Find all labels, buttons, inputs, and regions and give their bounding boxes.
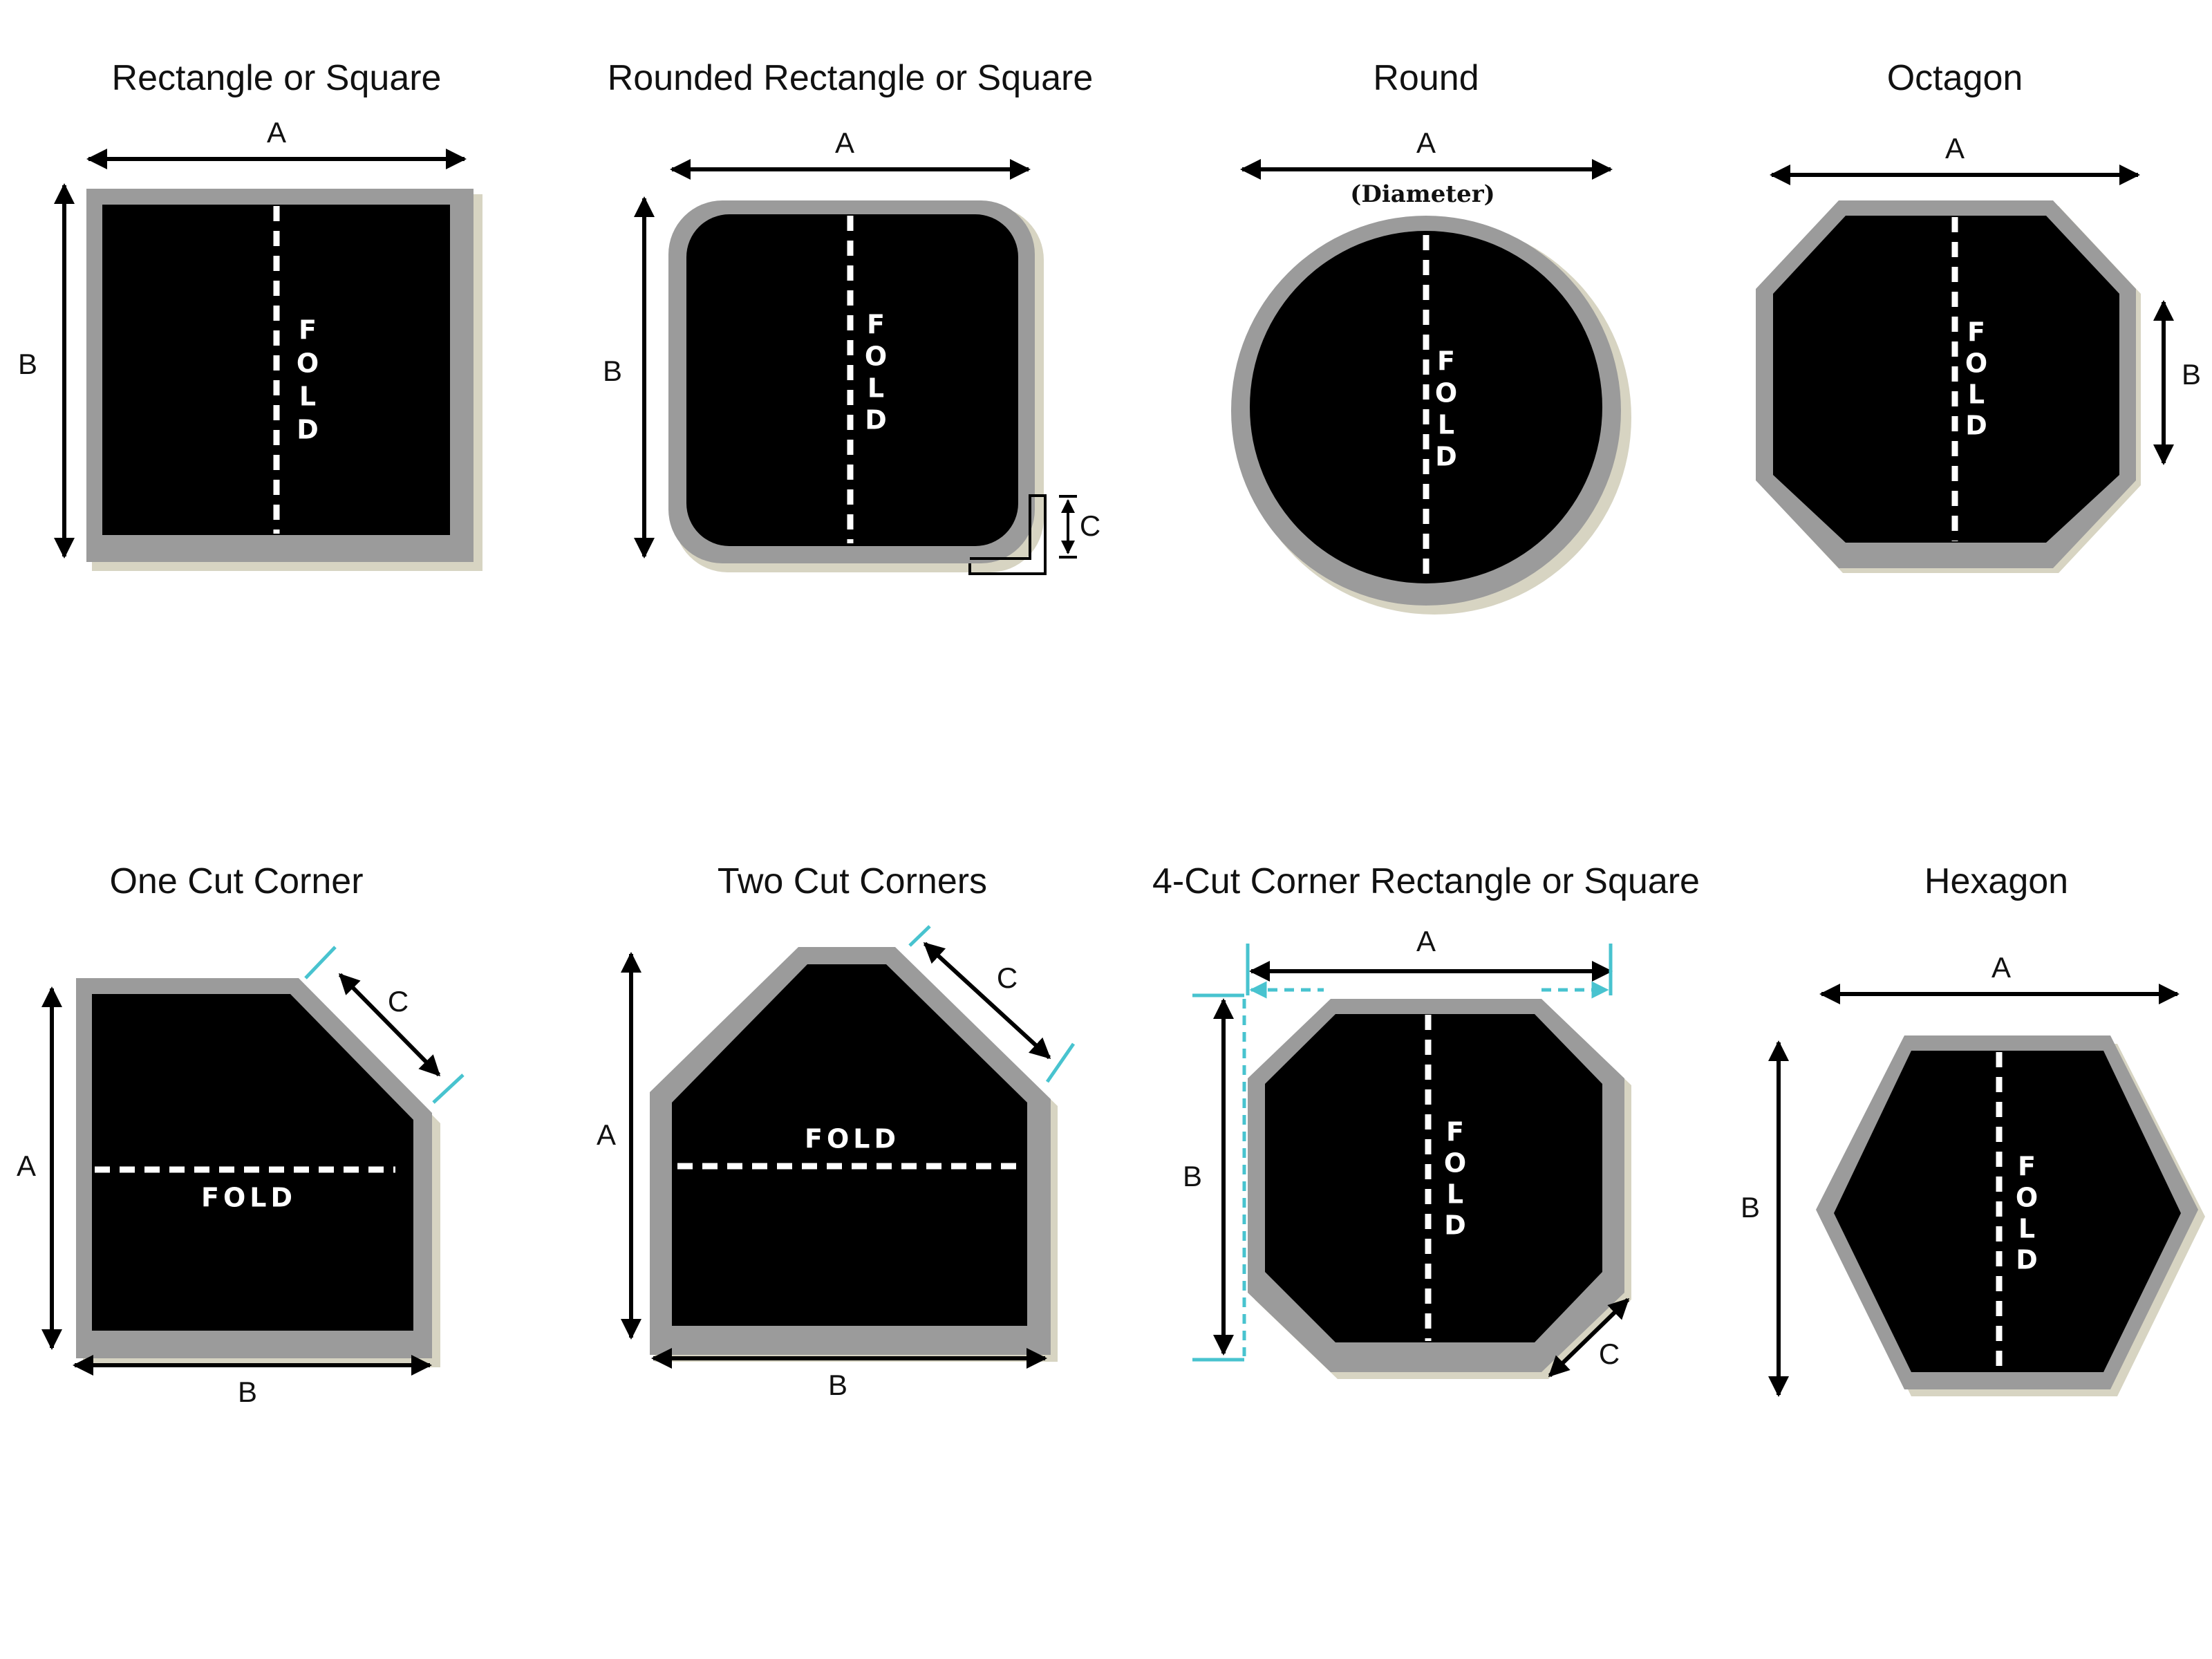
panel-one-cut-corner: One Cut Corner FOLD A B C [17, 861, 465, 1408]
panel-four-cut-corner: 4-Cut Corner Rectangle or Square F O L D… [1152, 861, 1700, 1379]
fold-letter: F [867, 310, 889, 340]
fold-label: FOLD [201, 1183, 297, 1213]
dimension-label-a: A [597, 1118, 616, 1151]
fold-letter: L [1447, 1179, 1468, 1210]
fold-letter: D [865, 405, 891, 435]
dimension-arrow-c [923, 941, 1051, 1060]
panel-hexagon: Hexagon F O L D A B [1741, 861, 2205, 1397]
fold-letter: L [299, 382, 320, 412]
shape-interior [1265, 1014, 1602, 1342]
panel-title: One Cut Corner [109, 861, 363, 901]
dimension-label-b: B [18, 348, 37, 380]
fold-letter: L [1438, 410, 1459, 440]
panel-round: Round F O L D A (Diameter) [1231, 58, 1631, 615]
dimension-arrow-c [1548, 1297, 1630, 1378]
dimension-label-b: B [1741, 1191, 1760, 1224]
dimension-label-a: A [1416, 925, 1436, 957]
fold-letter: O [1444, 1148, 1470, 1179]
fold-letter: L [2018, 1214, 2039, 1244]
dimension-arrow-c [338, 973, 441, 1077]
fold-letter: F [1967, 317, 1989, 348]
panel-title: Octagon [1887, 58, 2023, 98]
dimension-label-a: A [267, 116, 286, 149]
diameter-note: (Diameter) [1350, 180, 1494, 208]
corner-tick [1045, 1042, 1076, 1083]
panel-title: Hexagon [1924, 861, 2068, 901]
panel-title: 4-Cut Corner Rectangle or Square [1152, 861, 1700, 901]
fold-letter: L [1968, 379, 1989, 410]
fold-letter: O [297, 348, 323, 379]
shape-interior [1773, 216, 2119, 543]
dimension-label-b: B [603, 355, 622, 387]
dimension-label-b: B [238, 1376, 257, 1408]
fold-letter: O [1435, 378, 1461, 409]
fold-letter: D [1435, 442, 1461, 472]
panel-title: Round [1373, 58, 1479, 98]
fold-letter: D [1444, 1210, 1470, 1241]
panel-two-cut-corners: Two Cut Corners FOLD A B C [597, 861, 1076, 1401]
dimension-label-b: B [828, 1369, 847, 1401]
dimension-label-b: B [1183, 1160, 1202, 1192]
fold-letter: L [868, 373, 888, 404]
dimension-label-c: C [388, 985, 409, 1018]
fold-letter: F [2018, 1152, 2040, 1182]
dimension-label-b: B [2182, 358, 2201, 391]
panel-title: Rounded Rectangle or Square [608, 58, 1093, 98]
fold-letter: O [2016, 1183, 2042, 1213]
corner-radius-bracket [968, 494, 1047, 575]
fold-label: FOLD [805, 1124, 900, 1154]
panel-rectangle: Rectangle or Square F O L D A B [18, 58, 482, 571]
dimension-label-a: A [1945, 132, 1965, 165]
dimension-label-c: C [1599, 1338, 1620, 1370]
fold-letter: O [865, 341, 891, 372]
fold-letter: F [1437, 346, 1459, 377]
fold-letter: D [1965, 411, 1991, 441]
fold-letter: D [297, 415, 323, 445]
dimension-label-a: A [835, 126, 854, 159]
corner-tick [908, 925, 931, 947]
dimension-label-a: A [1416, 126, 1436, 159]
shape-interior [1834, 1051, 2181, 1372]
fold-letter: F [299, 315, 321, 346]
fold-letter: O [1965, 348, 1991, 379]
fold-letter: D [2016, 1245, 2042, 1275]
fold-letter: F [1446, 1117, 1468, 1147]
dimension-label-a: A [17, 1150, 36, 1182]
dimension-label-a: A [1991, 951, 2011, 984]
panel-title: Rectangle or Square [112, 58, 442, 98]
panel-title: Two Cut Corners [718, 861, 987, 901]
corner-tick [432, 1074, 465, 1104]
corner-tick [304, 946, 337, 980]
shape-interior [92, 994, 413, 1331]
dimension-label-c: C [1080, 509, 1100, 542]
panel-rounded-rectangle: Rounded Rectangle or Square F O L D A B … [603, 58, 1100, 575]
panel-octagon: Octagon F O L D A B [1756, 58, 2201, 573]
dimension-label-c: C [997, 962, 1018, 994]
shape-interior [1250, 231, 1602, 583]
